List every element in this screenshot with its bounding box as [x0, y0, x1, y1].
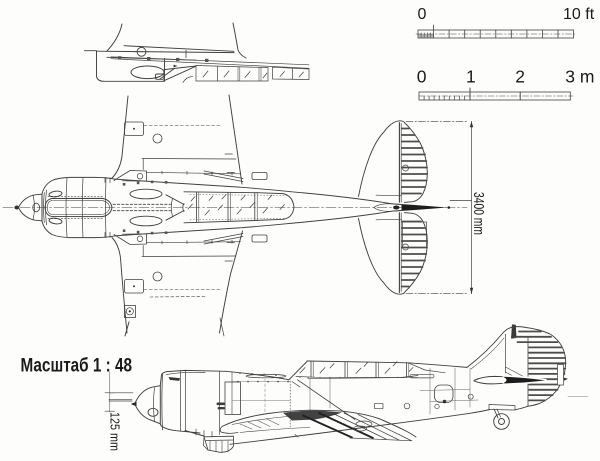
svg-text:125 mm: 125 mm [108, 412, 123, 451]
svg-text:1: 1 [466, 67, 476, 87]
svg-text:10 ft: 10 ft [563, 6, 595, 23]
svg-text:0: 0 [417, 67, 427, 87]
svg-text:2: 2 [515, 67, 525, 87]
svg-text:3 m: 3 m [565, 67, 594, 87]
svg-text:3400 mm: 3400 mm [470, 192, 487, 235]
svg-text:0: 0 [418, 6, 427, 23]
svg-text:Масштаб 1 : 48: Масштаб 1 : 48 [21, 355, 133, 377]
